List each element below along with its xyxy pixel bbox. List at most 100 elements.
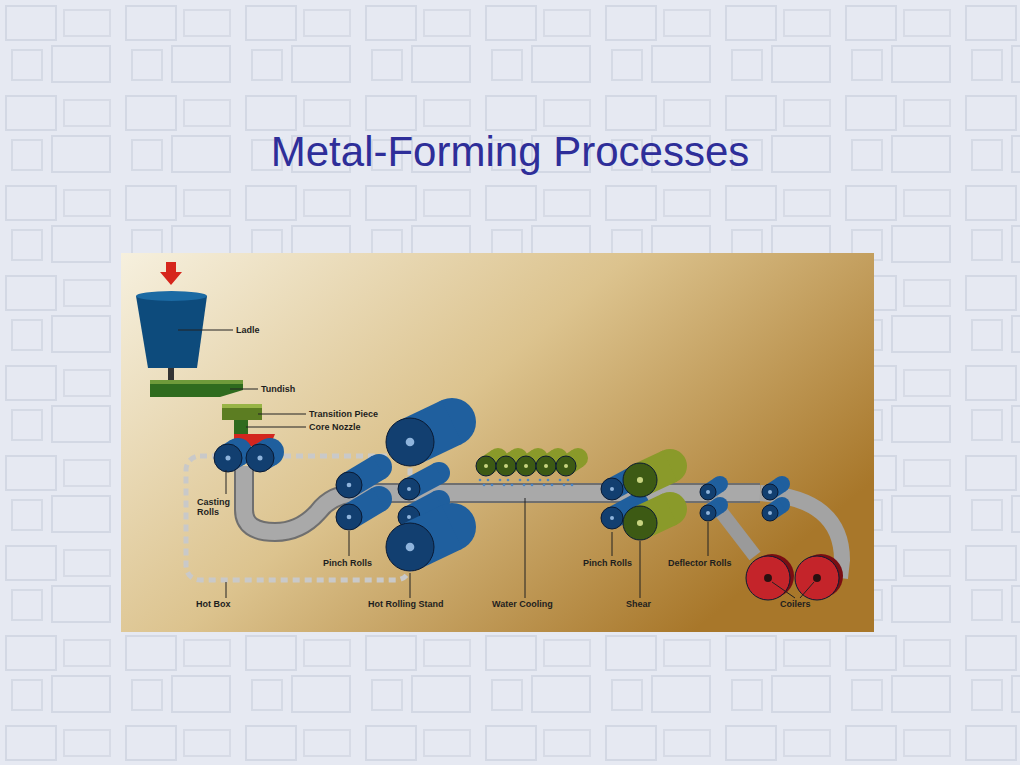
roll-hub (544, 464, 548, 468)
roll-hub (610, 487, 614, 491)
roll-face (700, 505, 716, 521)
roll-face (795, 556, 839, 600)
roll-face (556, 456, 576, 476)
roll-face (386, 523, 434, 571)
roll-face (623, 506, 657, 540)
leader-line (226, 470, 227, 494)
leader-line (772, 582, 795, 598)
slide-title: Metal-Forming Processes (0, 128, 1020, 176)
part-label: Coilers (780, 599, 811, 609)
water-drop (547, 479, 550, 482)
roll-hub (257, 455, 262, 460)
roll-hub (637, 520, 643, 526)
leader-line (349, 531, 350, 556)
leader-line (410, 573, 411, 598)
part-label: Core Nozzle (309, 422, 361, 432)
leader-line (258, 414, 306, 415)
roll-face (496, 456, 516, 476)
part-label: Hot Box (196, 599, 231, 609)
water-drops (479, 479, 574, 487)
ladle (136, 296, 207, 368)
leader-line (612, 532, 613, 556)
water-drop (531, 484, 534, 487)
roll-hub (407, 515, 411, 519)
roll-face (601, 507, 623, 529)
roll-hub (347, 483, 352, 488)
part-label: Ladle (236, 325, 260, 335)
roll-hub (768, 490, 772, 494)
roll-face (336, 472, 362, 498)
roll-hub (637, 477, 643, 483)
roll-hub (610, 516, 614, 520)
roll-hub (764, 574, 772, 582)
water-drop (519, 479, 522, 482)
roll-face (516, 456, 536, 476)
roll-hub (768, 511, 772, 515)
roll-face (476, 456, 496, 476)
part-label: Water Cooling (492, 599, 553, 609)
water-drop (503, 484, 506, 487)
roll-face (536, 456, 556, 476)
roll-hub (406, 543, 415, 552)
leader-line (800, 582, 814, 598)
transition-top (222, 404, 262, 408)
part-label: Shear (626, 599, 651, 609)
leader-line (226, 582, 227, 598)
part-label: Tundish (261, 384, 295, 394)
roll-hub (225, 455, 230, 460)
water-drop (563, 484, 566, 487)
roll-hub (524, 464, 528, 468)
roll-hub (706, 490, 710, 494)
roll-face (700, 484, 716, 500)
feed-arrow (160, 262, 182, 285)
roll-face (214, 444, 242, 472)
roll-hub (813, 574, 821, 582)
roll-face (398, 478, 420, 500)
tundish (150, 380, 243, 397)
leader-line (230, 389, 258, 390)
water-drop (499, 479, 502, 482)
roll-hub (504, 464, 508, 468)
water-drop (571, 484, 574, 487)
roll-face (762, 505, 778, 521)
roll-face (246, 444, 274, 472)
water-drop (507, 479, 510, 482)
ladle-rim (136, 291, 207, 301)
core-nozzle (234, 420, 248, 434)
roll-face (386, 418, 434, 466)
roll-hub (406, 438, 415, 447)
roll-hub (706, 511, 710, 515)
part-label: Hot Rolling Stand (368, 599, 444, 609)
water-drop (491, 484, 494, 487)
roll-face (762, 484, 778, 500)
tundish-top (150, 380, 243, 384)
leader-line (708, 522, 709, 556)
roll-hub (347, 515, 352, 520)
roll-hub (564, 464, 568, 468)
transition-piece (222, 404, 262, 420)
water-drop (487, 479, 490, 482)
leader-line (246, 427, 306, 428)
roll-face (623, 463, 657, 497)
roll-face (601, 478, 623, 500)
part-label: Pinch Rolls (583, 558, 632, 568)
part-label: Deflector Rolls (668, 558, 732, 568)
water-drop (567, 479, 570, 482)
part-label: Casting Rolls (197, 497, 237, 517)
water-drop (543, 484, 546, 487)
water-drop (539, 479, 542, 482)
water-drop (523, 484, 526, 487)
part-label: Pinch Rolls (323, 558, 372, 568)
roll-hub (484, 464, 488, 468)
leader-line (178, 330, 233, 331)
roll-face (336, 504, 362, 530)
water-drop (527, 479, 530, 482)
roll-hub (407, 487, 411, 491)
water-drop (551, 484, 554, 487)
water-drop (479, 479, 482, 482)
roll-group (214, 398, 843, 600)
water-drop (511, 484, 514, 487)
part-label: Transition Piece (309, 409, 378, 419)
leader-line (640, 541, 641, 598)
